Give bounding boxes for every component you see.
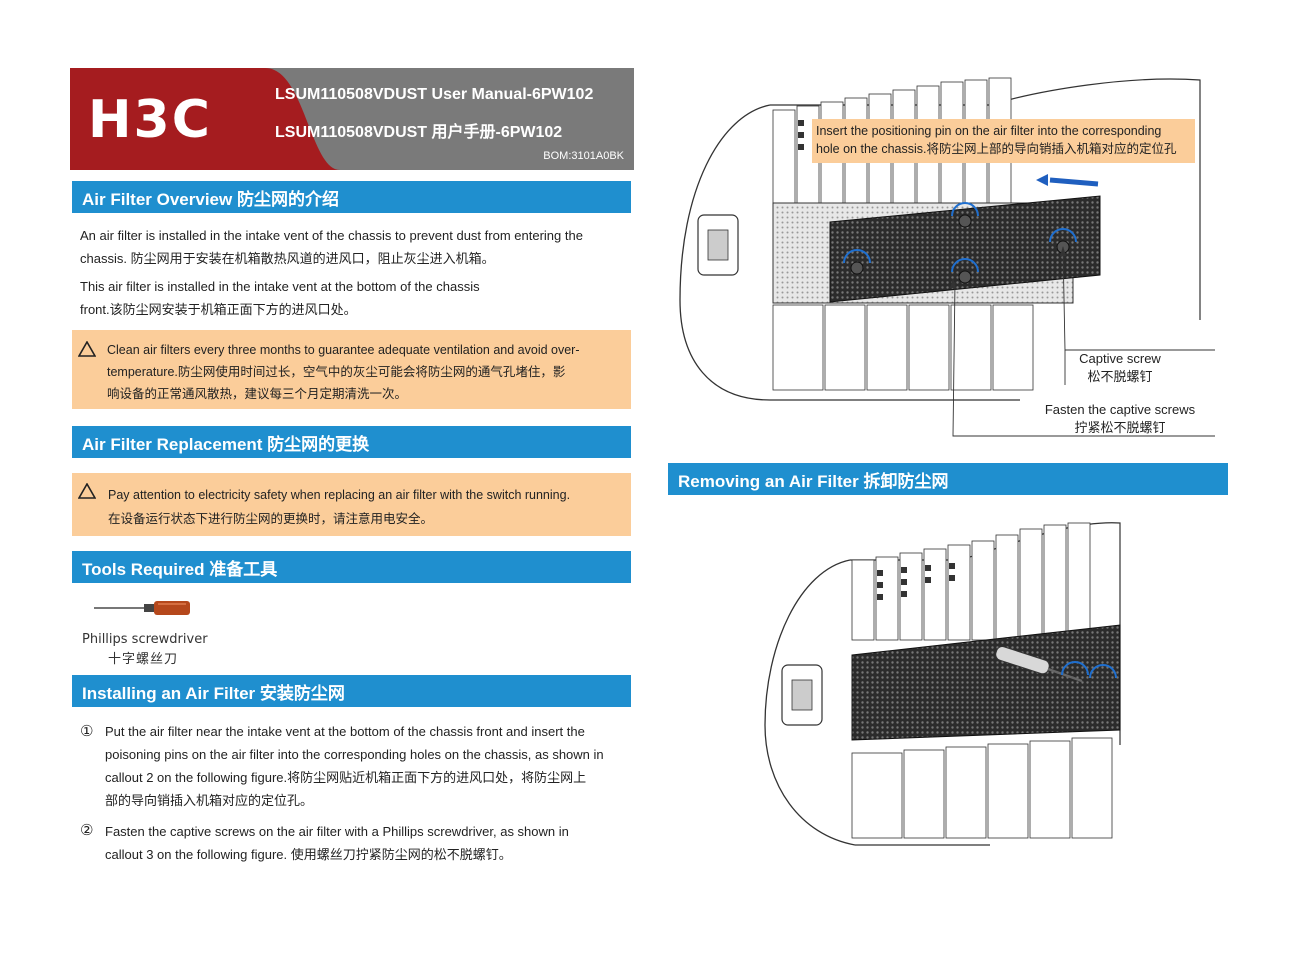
remove-figure bbox=[764, 522, 1121, 846]
overview-warning-text: Clean air filters every three months to … bbox=[107, 339, 627, 405]
overview-paragraph-2: This air filter is installed in the inta… bbox=[80, 275, 480, 321]
callout-positioning-pin: Insert the positioning pin on the air fi… bbox=[816, 122, 1177, 158]
overview-paragraph-1: An air filter is installed in the intake… bbox=[80, 224, 583, 270]
section-title-tools: Tools Required 准备工具 bbox=[72, 551, 631, 583]
header-title-cn: LSUM110508VDUST 用户手册-6PW102 bbox=[275, 124, 563, 141]
tool-label-cn: 十字螺丝刀 bbox=[108, 651, 179, 666]
logo-background bbox=[70, 68, 340, 170]
overview-para1-line1: An air filter is installed in the intake… bbox=[80, 228, 583, 243]
step1-line3: callout 2 on the following figure.将防尘网贴近… bbox=[105, 770, 587, 785]
step-2-number: ② bbox=[80, 822, 94, 839]
step1-line4: 部的导向销插入机箱对应的定位孔。 bbox=[105, 793, 314, 808]
callout2-line2: 松不脱螺钉 bbox=[1087, 369, 1153, 384]
callout1-line2: hole on the chassis.将防尘网上部的导向销插入机箱对应的定位孔 bbox=[816, 142, 1177, 156]
overview-para1-line2: chassis. 防尘网用于安装在机箱散热风道的进风口，阻止灰尘进入机箱。 bbox=[80, 251, 495, 266]
h3c-logo: H3C bbox=[88, 90, 212, 150]
step2-line2: callout 3 on the following figure. 使用螺丝刀… bbox=[105, 847, 512, 862]
warning-triangle-icon bbox=[78, 483, 96, 499]
warning-triangle-icon bbox=[78, 341, 96, 357]
bom-number: BOM:3101A0BK bbox=[543, 150, 624, 162]
screwdriver-icon bbox=[94, 601, 190, 615]
replacement-warning-line1: Pay attention to electricity safety when… bbox=[108, 488, 571, 502]
step-1-number: ① bbox=[80, 723, 94, 740]
step-2-text: Fasten the captive screws on the air fil… bbox=[105, 820, 631, 866]
overview-warning-line3: 响设备的正常通风散热，建议每三个月定期清洗一次。 bbox=[107, 387, 408, 401]
callout3-line2: 拧紧松不脱螺钉 bbox=[1074, 420, 1166, 435]
section-title-replacement: Air Filter Replacement 防尘网的更换 bbox=[72, 426, 631, 458]
header-title-en: LSUM110508VDUST User Manual-6PW102 bbox=[275, 86, 594, 103]
overview-warning-line1: Clean air filters every three months to … bbox=[107, 343, 580, 357]
install-figure bbox=[679, 77, 1215, 437]
overview-para2-line1: This air filter is installed in the inta… bbox=[80, 279, 480, 294]
tool-label-en: Phillips screwdriver bbox=[82, 632, 208, 647]
overview-para2-line2: front.该防尘网安装于机箱正面下方的进风口处。 bbox=[80, 302, 357, 317]
step2-line1: Fasten the captive screws on the air fil… bbox=[105, 824, 569, 839]
overview-warning-box: Clean air filters every three months to … bbox=[72, 330, 631, 409]
replacement-warning-line2: 在设备运行状态下进行防尘网的更换时，请注意用电安全。 bbox=[108, 512, 434, 526]
callout1-line1: Insert the positioning pin on the air fi… bbox=[816, 124, 1162, 138]
callout-fasten-screws: Fasten the captive screws 拧紧松不脱螺钉 bbox=[1035, 401, 1205, 437]
callout3-line1: Fasten the captive screws bbox=[1044, 402, 1196, 417]
section-title-overview: Air Filter Overview 防尘网的介绍 bbox=[72, 181, 631, 213]
overview-warning-line2: temperature.防尘网使用时间过长，空气中的灰尘可能会将防尘网的通气孔堵… bbox=[107, 365, 566, 379]
step1-line2: poisoning pins on the air filter into th… bbox=[105, 747, 604, 762]
replacement-warning-text: Pay attention to electricity safety when… bbox=[108, 483, 628, 531]
step1-line1: Put the air filter near the intake vent … bbox=[105, 724, 585, 739]
section-title-installing: Installing an Air Filter 安装防尘网 bbox=[72, 675, 631, 707]
section-title-removing: Removing an Air Filter 拆卸防尘网 bbox=[668, 463, 1228, 495]
document-header: H3C LSUM110508VDUST User Manual-6PW102 L… bbox=[70, 68, 634, 170]
step-1-text: Put the air filter near the intake vent … bbox=[105, 720, 631, 812]
callout2-line1: Captive screw bbox=[1079, 351, 1161, 366]
replacement-warning-box: Pay attention to electricity safety when… bbox=[72, 473, 631, 536]
callout-captive-screw: Captive screw 松不脱螺钉 bbox=[1060, 350, 1180, 386]
